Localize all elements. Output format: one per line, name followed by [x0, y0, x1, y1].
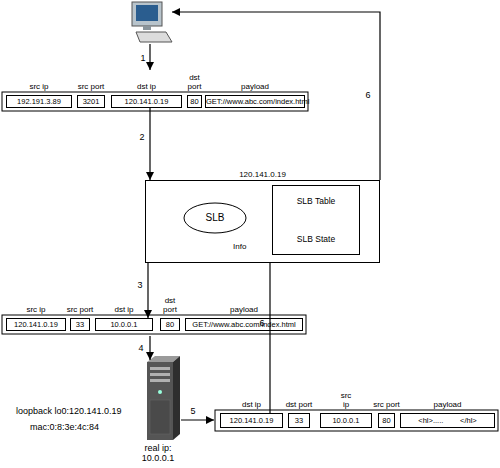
- field-header: dst port: [187, 73, 203, 91]
- info-label: Info: [233, 242, 246, 251]
- field-value: 3201: [78, 96, 104, 107]
- flow-connector: [149, 108, 150, 180]
- packet-field: dst ip120.141.0.19: [111, 95, 182, 108]
- field-value: 120.141.0.19: [221, 414, 282, 427]
- server-tower: [147, 356, 180, 440]
- packet-field: payloadGET://www.abc.com/index.html: [185, 318, 303, 331]
- packet-field: src ip10.0.0.1: [320, 413, 372, 428]
- vip-address: 120.141.0.19: [239, 170, 286, 179]
- step-number: 2: [139, 132, 144, 142]
- step-number: 5: [190, 406, 195, 416]
- field-header: dst ip: [137, 82, 156, 91]
- packet-field: src port80: [378, 413, 395, 428]
- field-header: src ip: [339, 391, 353, 409]
- server-panel: [150, 400, 170, 434]
- field-header: src port: [67, 305, 94, 314]
- field-value: 80: [379, 414, 394, 427]
- packet-field: dst port33: [288, 413, 310, 428]
- field-value: 10.0.0.1: [321, 414, 371, 427]
- field-value: 33: [71, 319, 89, 330]
- flow-connector: [147, 263, 148, 318]
- server-side: [173, 356, 180, 440]
- load-balancer-box: 120.141.0.19InfoSLBSLB TableSLB State: [145, 180, 380, 263]
- field-value: GET://www.abc.com/index.html: [186, 319, 302, 330]
- field-header: src ip: [26, 305, 45, 314]
- slb-label: SLB: [183, 202, 247, 234]
- field-value: 120.141.0.19: [7, 319, 65, 330]
- monitor-stand: [143, 26, 151, 30]
- step-number: 6: [365, 90, 370, 100]
- packet-frame: [2, 92, 308, 111]
- field-header: payload: [230, 305, 258, 314]
- field-header: dst port: [286, 400, 313, 409]
- packet-frame: [215, 410, 498, 431]
- packet-field: dst ip10.0.0.1: [95, 318, 153, 331]
- field-header: src port: [373, 400, 400, 409]
- packet-field: dst ip120.141.0.19: [220, 413, 283, 428]
- server-front: [147, 362, 173, 440]
- field-value: 120.141.0.19: [112, 96, 181, 107]
- ellipse-shape: [184, 203, 246, 233]
- field-header: dst port: [162, 296, 178, 314]
- field-header: dst ip: [114, 305, 133, 314]
- server-label: real ip: 10.0.0.1: [132, 443, 184, 463]
- field-header: dst ip: [242, 400, 261, 409]
- power-light: [158, 390, 162, 394]
- monitor-screen: [136, 5, 158, 21]
- step-number: 4: [138, 343, 143, 353]
- field-header: payload: [433, 400, 461, 409]
- drive-bay: [150, 379, 170, 382]
- drive-bay: [150, 367, 170, 370]
- packet-field: payloadGET://www.abc.com/index.html: [205, 95, 305, 108]
- field-value: 192.191.3.89: [7, 96, 71, 107]
- flow-connector: [269, 263, 270, 413]
- field-value: 33: [289, 414, 309, 427]
- table-entry: SLB State: [273, 234, 359, 244]
- field-header: src ip: [29, 82, 48, 91]
- packet-field: src ip192.191.3.89: [6, 95, 72, 108]
- field-value: GET://www.abc.com/index.html: [206, 96, 304, 107]
- packet-field: src ip120.141.0.19: [6, 318, 66, 331]
- server-label: loopback lo0:120.141.0.19: [16, 406, 122, 416]
- drive-bay: [150, 373, 170, 376]
- packet-field: payload<hl>..... </hl>: [400, 413, 495, 428]
- packet-field: src port3201: [77, 95, 105, 108]
- step-number: 1: [140, 53, 145, 63]
- monitor-body: [132, 2, 162, 26]
- field-header: payload: [241, 82, 269, 91]
- field-header: src port: [78, 82, 105, 91]
- packet-field: src port33: [70, 318, 90, 331]
- step-number: 6: [259, 318, 264, 328]
- slb-ellipse: SLB: [183, 202, 247, 234]
- flow-arrow: [149, 336, 150, 360]
- packet-field: dst port80: [187, 95, 202, 108]
- flow-arrow: [181, 419, 214, 420]
- flow-arrow: [149, 44, 150, 70]
- slb-table-box: SLB TableSLB State: [272, 185, 360, 255]
- client-computer: [132, 2, 172, 42]
- step-number: 3: [137, 280, 142, 290]
- packet-frame: [2, 315, 306, 334]
- field-value: <hl>..... </hl>: [401, 414, 494, 427]
- table-entry: SLB Table: [273, 196, 359, 206]
- keyboard: [136, 32, 172, 42]
- field-value: 10.0.0.1: [96, 319, 152, 330]
- return-arrow: [172, 12, 380, 180]
- packet-field: dst port80: [160, 318, 180, 331]
- server-label: mac:0:8:3e:4c:84: [30, 422, 99, 432]
- field-value: 80: [161, 319, 179, 330]
- field-value: 80: [188, 96, 201, 107]
